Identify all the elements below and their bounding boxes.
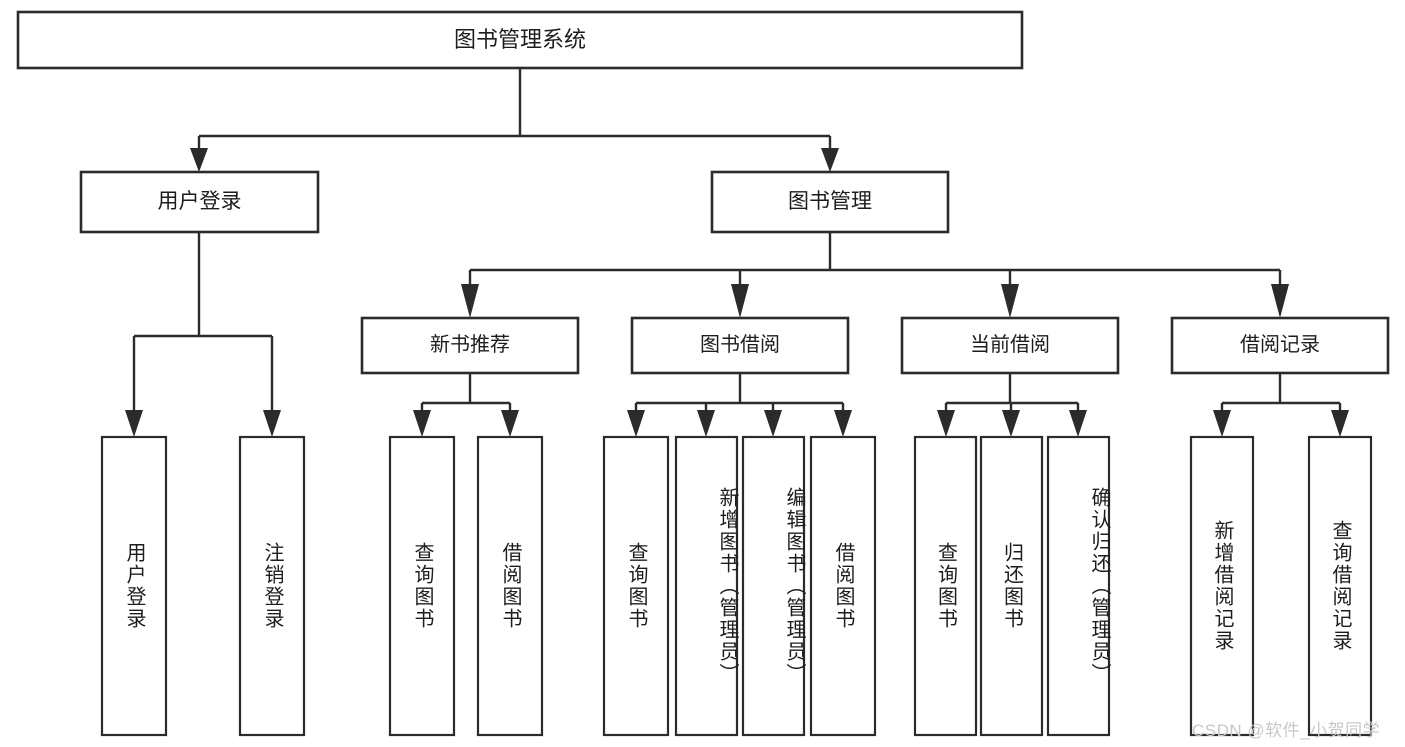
arrow-head-new-book-rec <box>461 284 479 318</box>
arrow-head-book-borrow <box>731 284 749 318</box>
arrow-head-cb-confirm <box>1069 410 1087 437</box>
arrow-head-cb-return <box>1002 410 1020 437</box>
arrow-head-br-add <box>1213 410 1231 437</box>
arrow-head-bb-query <box>627 410 645 437</box>
arrow-head-cb-query <box>937 410 955 437</box>
node-box-leaf-bb-query[interactable] <box>602 435 670 737</box>
node-box-leaf-user-login[interactable] <box>100 435 168 737</box>
arrow-head-bb-edit <box>764 410 782 437</box>
node-box-leaf-nb-query[interactable] <box>388 435 456 737</box>
node-box-root[interactable] <box>16 10 1024 70</box>
node-box-leaf-br-add[interactable] <box>1189 435 1255 737</box>
arrow-head-nb-borrow <box>501 410 519 437</box>
node-box-borrow-records[interactable] <box>1170 316 1390 375</box>
arrow-head-leaf-logout <box>263 410 281 437</box>
connector-group-root <box>190 69 839 172</box>
node-box-leaf-cb-return[interactable] <box>979 435 1044 737</box>
watermark-text: CSDN @软件_小贺同学 <box>1192 721 1381 740</box>
node-box-user-login[interactable] <box>79 170 320 234</box>
connector-group-borrow-records <box>1213 373 1349 437</box>
connector-group-user-login <box>125 232 281 437</box>
node-box-leaf-cb-confirm[interactable] <box>1046 435 1111 737</box>
node-box-leaf-nb-borrow[interactable] <box>476 435 544 737</box>
node-box-book-mgmt[interactable] <box>710 170 950 234</box>
node-box-current-borrow[interactable] <box>900 316 1120 375</box>
node-box-book-borrow[interactable] <box>630 316 850 375</box>
node-box-leaf-bb-edit[interactable] <box>741 435 806 737</box>
arrow-head-leaf-user-login <box>125 410 143 437</box>
arrow-head-nb-query <box>413 410 431 437</box>
arrow-head-br-query <box>1331 410 1349 437</box>
connector-group-book-mgmt <box>461 232 1289 318</box>
connector-group-current-borrow <box>937 373 1087 437</box>
arrow-head-book-mgmt <box>821 148 839 172</box>
arrow-head-bb-add <box>697 410 715 437</box>
node-box-leaf-bb-add[interactable] <box>674 435 739 737</box>
node-box-leaf-br-query[interactable] <box>1307 435 1373 737</box>
node-box-leaf-bb-lend[interactable] <box>809 435 877 737</box>
arrow-head-bb-lend <box>834 410 852 437</box>
arrow-head-borrow-records <box>1271 284 1289 318</box>
node-box-leaf-logout[interactable] <box>238 435 306 737</box>
node-box-leaf-cb-query[interactable] <box>913 435 978 737</box>
node-box-new-book-rec[interactable] <box>360 316 580 375</box>
arrow-head-user-login <box>190 148 208 172</box>
arrow-head-current-borrow <box>1001 284 1019 318</box>
connector-group-book-borrow <box>627 373 852 437</box>
connector-group-new-book-rec <box>413 373 519 437</box>
